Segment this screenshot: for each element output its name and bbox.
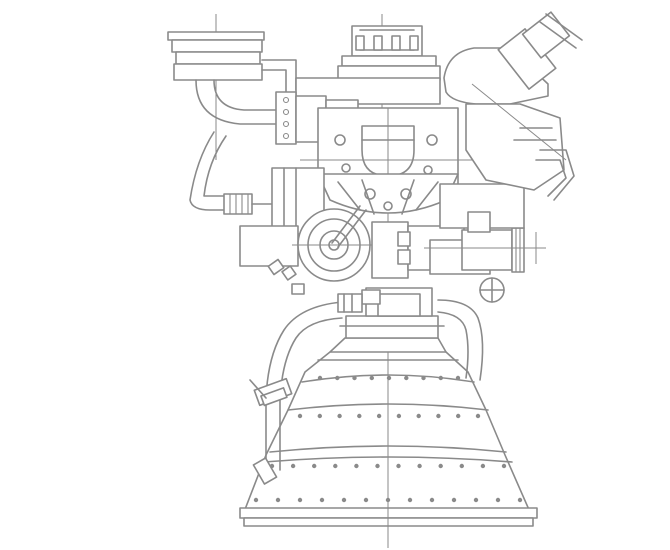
rivet bbox=[517, 497, 523, 503]
oxidizer-pump bbox=[371, 183, 546, 279]
rivet bbox=[297, 413, 303, 419]
rivet bbox=[375, 463, 380, 469]
nozzle-rivets bbox=[253, 375, 523, 503]
rivet bbox=[333, 463, 338, 469]
rivet bbox=[352, 375, 357, 381]
rivet bbox=[317, 413, 322, 419]
rivet bbox=[438, 463, 443, 469]
nozzle-bell bbox=[239, 337, 538, 548]
left-side-pipe bbox=[189, 131, 273, 215]
rivet bbox=[369, 375, 374, 381]
rivet bbox=[317, 375, 323, 381]
rivet bbox=[421, 375, 426, 381]
rivet bbox=[501, 463, 507, 469]
rivet bbox=[354, 463, 359, 469]
upper-manifold bbox=[275, 14, 441, 145]
rivet bbox=[319, 497, 325, 503]
rivet bbox=[312, 463, 317, 469]
rivet bbox=[290, 463, 296, 469]
rivet bbox=[337, 413, 342, 419]
gas-generator-wheel bbox=[317, 173, 459, 215]
rivet bbox=[385, 497, 391, 503]
rivet bbox=[480, 463, 486, 469]
rivet bbox=[386, 375, 392, 381]
rivet bbox=[341, 497, 347, 503]
small-flanges bbox=[337, 231, 411, 313]
rivet bbox=[495, 497, 501, 503]
rivet bbox=[416, 413, 421, 419]
rivet bbox=[407, 497, 413, 503]
rivet bbox=[455, 375, 461, 381]
rivet bbox=[396, 463, 401, 469]
rivet bbox=[459, 463, 464, 469]
rivet bbox=[456, 413, 461, 419]
rivet bbox=[436, 413, 441, 419]
rivet bbox=[417, 463, 422, 469]
left-feed-pipe bbox=[249, 301, 343, 485]
top-right-casing bbox=[443, 11, 583, 201]
rivet bbox=[253, 497, 259, 503]
rivet bbox=[473, 497, 479, 503]
rivet bbox=[475, 413, 481, 419]
turbine-disc bbox=[239, 167, 380, 295]
rivet bbox=[363, 497, 369, 503]
rivet bbox=[275, 497, 281, 503]
rivet bbox=[429, 497, 435, 503]
rivet bbox=[297, 497, 303, 503]
rivet bbox=[376, 413, 382, 419]
rivet bbox=[451, 497, 457, 503]
rivet bbox=[357, 413, 362, 419]
rivet bbox=[438, 375, 443, 381]
rivet bbox=[396, 413, 402, 419]
right-feed-pipe bbox=[437, 277, 505, 381]
rivet bbox=[335, 375, 340, 381]
rivet bbox=[404, 375, 409, 381]
